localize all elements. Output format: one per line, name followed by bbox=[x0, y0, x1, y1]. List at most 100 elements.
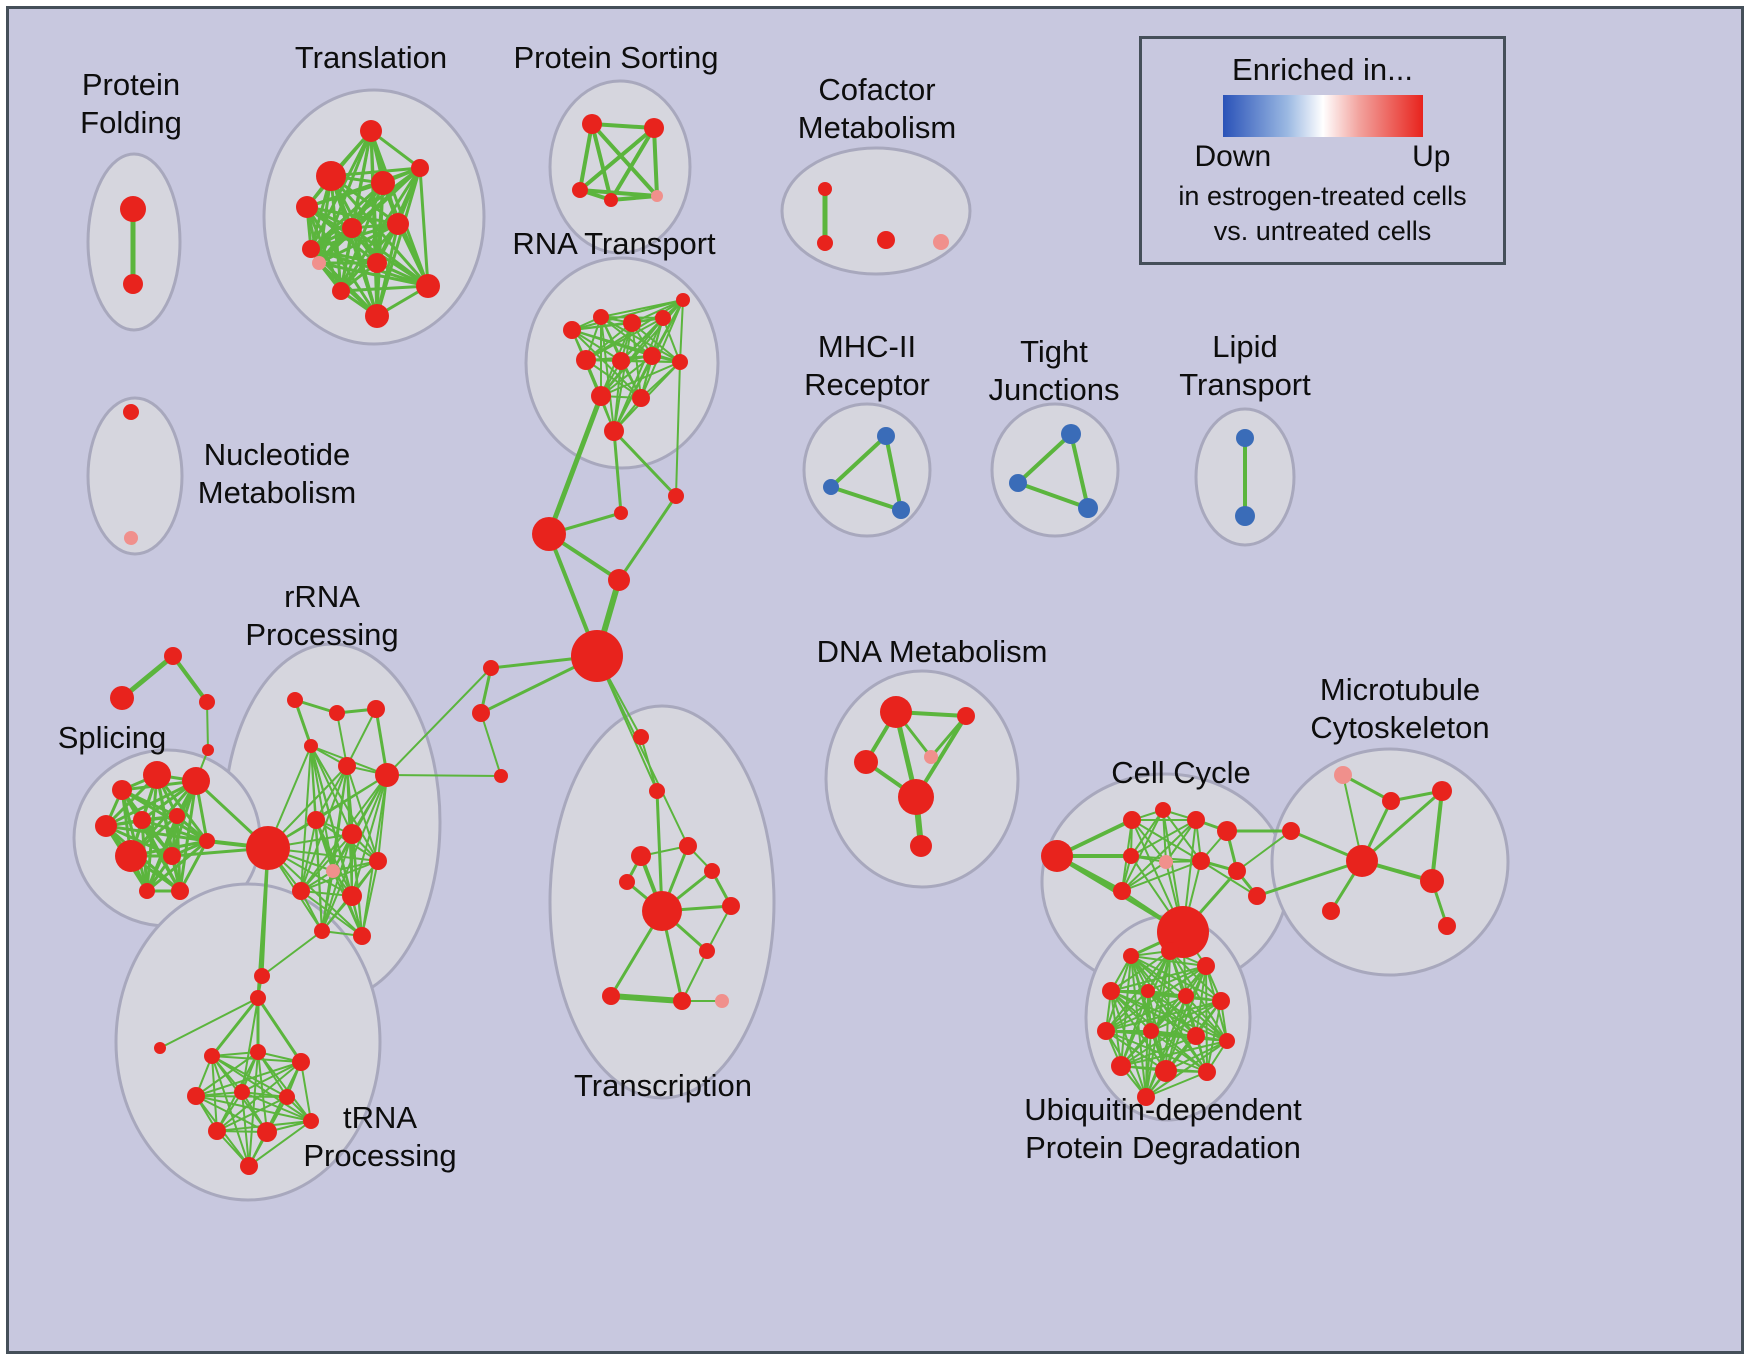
gene-set-node bbox=[593, 309, 609, 325]
enrichment-edge bbox=[261, 930, 323, 977]
gene-set-node bbox=[240, 1157, 258, 1175]
enrichment-edge bbox=[145, 814, 179, 893]
enrichment-edge bbox=[339, 284, 430, 293]
gene-set-node bbox=[817, 235, 833, 251]
gene-set-node bbox=[1322, 902, 1340, 920]
gene-set-node bbox=[649, 783, 665, 799]
gene-set-node bbox=[1217, 821, 1237, 841]
enrichment-edge bbox=[600, 361, 681, 397]
cluster-label-cell-cycle: Cell Cycle bbox=[1111, 755, 1251, 790]
gene-set-node bbox=[133, 811, 151, 829]
enrichment-edge bbox=[369, 129, 430, 288]
legend-subtitle-2: vs. untreated cells bbox=[1213, 216, 1432, 246]
enrichment-edge bbox=[1145, 1040, 1228, 1098]
gene-set-node bbox=[1143, 1023, 1159, 1039]
gene-set-node bbox=[631, 846, 651, 866]
enrichment-edge bbox=[315, 765, 348, 821]
gene-set-node bbox=[880, 696, 912, 728]
gene-set-node bbox=[633, 729, 649, 745]
gene-set-node bbox=[910, 835, 932, 857]
gene-set-node bbox=[1212, 992, 1230, 1010]
enrichment-edge bbox=[211, 1055, 288, 1098]
enrichment-edge bbox=[1206, 1000, 1222, 1073]
gene-set-node bbox=[199, 694, 215, 710]
enrichment-edge bbox=[631, 299, 684, 324]
gene-set-node bbox=[1155, 802, 1171, 818]
gene-set-node bbox=[582, 114, 602, 134]
enrichment-edge bbox=[590, 122, 659, 198]
gene-set-node bbox=[411, 159, 429, 177]
gene-set-node bbox=[342, 218, 362, 238]
gene-set-node bbox=[120, 196, 146, 222]
gene-set-node bbox=[571, 630, 623, 682]
gene-set-node bbox=[1097, 1022, 1115, 1040]
enrichment-edge bbox=[309, 166, 422, 251]
gene-set-node bbox=[154, 1042, 166, 1054]
enrichment-edge bbox=[300, 1061, 312, 1122]
gene-set-node bbox=[208, 1122, 226, 1140]
gene-set-node bbox=[307, 811, 325, 829]
gene-set-node bbox=[164, 647, 182, 665]
gene-set-node bbox=[1432, 781, 1452, 801]
enrichment-edge bbox=[351, 774, 388, 897]
gene-set-node bbox=[1235, 506, 1255, 526]
gene-set-node bbox=[604, 193, 618, 207]
gene-set-node bbox=[676, 293, 690, 307]
gene-set-node bbox=[612, 352, 630, 370]
enrichment-edge bbox=[600, 299, 684, 318]
gene-set-node bbox=[532, 517, 566, 551]
gene-set-node bbox=[1041, 840, 1073, 872]
gene-set-node bbox=[371, 171, 395, 195]
enrichment-edge bbox=[596, 655, 689, 847]
gene-set-node bbox=[673, 992, 691, 1010]
enrichment-edge bbox=[655, 789, 664, 913]
gene-set-node bbox=[234, 1084, 250, 1100]
enrichment-edge bbox=[309, 181, 385, 251]
gene-set-node bbox=[1282, 822, 1300, 840]
enrichment-edge bbox=[480, 712, 502, 777]
gene-set-node bbox=[124, 531, 138, 545]
enrichment-edge bbox=[104, 779, 198, 828]
gene-set-node bbox=[608, 569, 630, 591]
gene-set-node bbox=[483, 660, 499, 676]
enrichment-edge bbox=[1145, 1030, 1152, 1098]
gene-set-node bbox=[296, 196, 318, 218]
gene-set-node bbox=[672, 354, 688, 370]
gene-set-node bbox=[1228, 862, 1246, 880]
enrichment-edge bbox=[612, 429, 678, 498]
enrichment-edge bbox=[210, 996, 260, 1058]
gene-set-node bbox=[898, 779, 934, 815]
enrichment-edge bbox=[386, 774, 502, 777]
enrichment-edge bbox=[613, 322, 633, 432]
gene-set-node bbox=[1198, 1063, 1216, 1081]
legend-up-label: Up bbox=[1412, 140, 1451, 173]
gene-set-node bbox=[292, 1053, 310, 1071]
enrichment-edge bbox=[317, 261, 430, 288]
enrichment-edge bbox=[241, 997, 259, 1093]
cluster-ellipse bbox=[780, 146, 972, 276]
enrichment-edge bbox=[321, 833, 353, 932]
gene-set-node bbox=[353, 927, 371, 945]
enrichment-edge bbox=[1165, 1040, 1228, 1072]
enrichment-edge bbox=[590, 122, 656, 130]
gene-set-node bbox=[1438, 917, 1456, 935]
enrichment-edge bbox=[600, 355, 653, 397]
enrichment-edge bbox=[300, 890, 363, 937]
enrichment-edge bbox=[321, 870, 334, 932]
enrichment-edge bbox=[884, 434, 903, 512]
enrichment-edge bbox=[681, 950, 708, 1002]
gene-set-node bbox=[1102, 982, 1120, 1000]
legend-title: Enriched in... bbox=[1232, 52, 1413, 87]
enrichment-edge bbox=[257, 1051, 312, 1122]
enrichment-edge bbox=[1147, 965, 1207, 992]
gene-set-node bbox=[332, 282, 350, 300]
gene-set-node bbox=[1161, 942, 1179, 960]
enrichment-edge bbox=[351, 833, 363, 937]
gene-set-node bbox=[1113, 882, 1131, 900]
enrichment-edge bbox=[1195, 965, 1207, 1037]
cluster-label-protein-sorting: Protein Sorting bbox=[513, 40, 718, 75]
gene-set-node bbox=[287, 692, 303, 708]
enrichment-edge bbox=[1130, 819, 1197, 857]
